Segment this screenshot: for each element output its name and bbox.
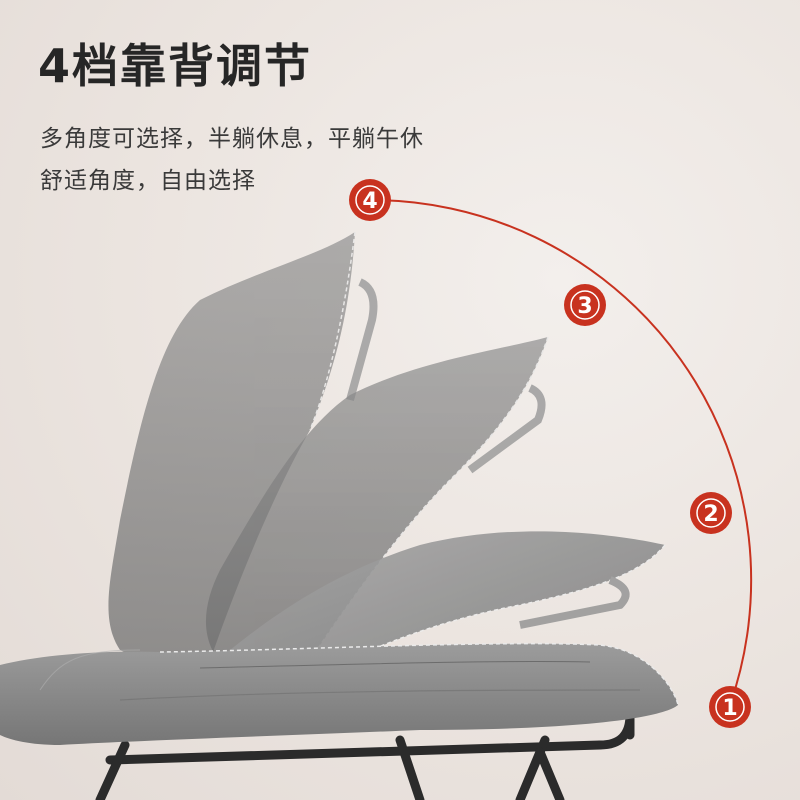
position-number-4: 4 — [362, 189, 377, 214]
position-marker-1: 1 — [709, 686, 751, 728]
description-line-1: 多角度可选择，半躺休息，平躺午休 — [40, 126, 424, 152]
flat-cushion — [0, 642, 679, 745]
position-number-2: 2 — [703, 502, 718, 527]
backrest-position-4 — [108, 231, 378, 690]
angle-arc — [369, 198, 753, 706]
position-marker-4: 4 — [349, 179, 391, 221]
headline: 4档靠背调节 — [38, 39, 313, 93]
position-marker-3: 3 — [564, 284, 606, 326]
position-marker-2: 2 — [690, 492, 732, 534]
description: 多角度可选择，半躺休息，平躺午休 舒适角度，自由选择 — [40, 118, 424, 202]
position-number-1: 1 — [722, 696, 737, 721]
description-line-2: 舒适角度，自由选择 — [40, 168, 256, 194]
position-number-3: 3 — [577, 294, 592, 319]
